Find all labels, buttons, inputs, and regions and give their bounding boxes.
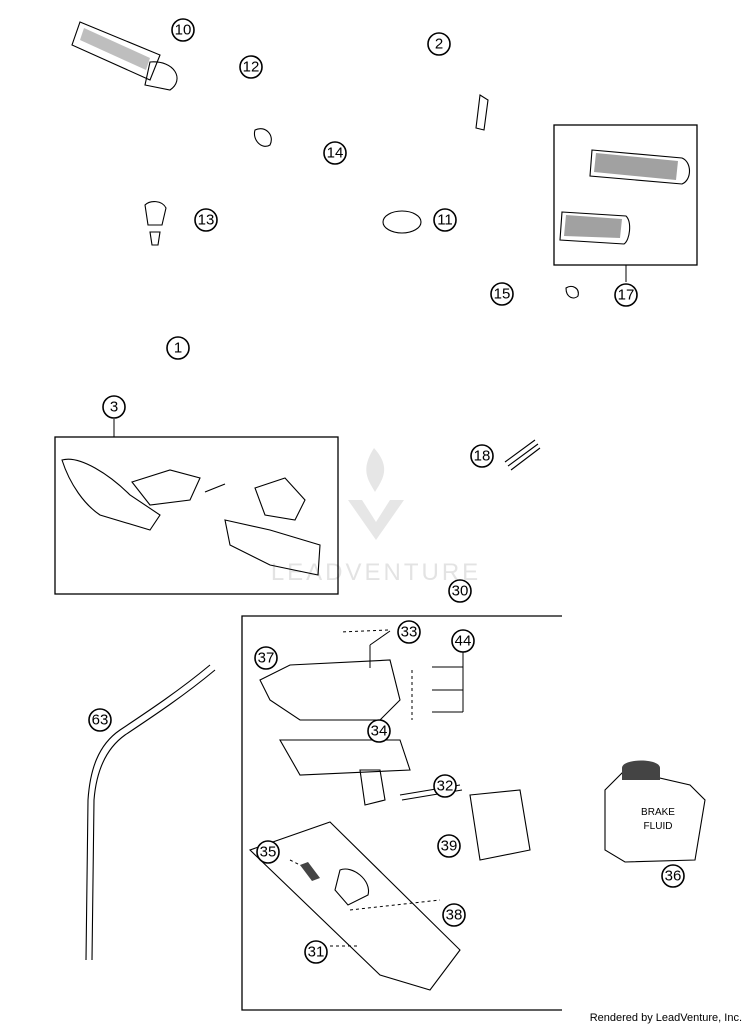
callout-10: 10	[171, 18, 195, 42]
callout-number: 37	[258, 650, 275, 667]
callout-18: 18	[470, 444, 494, 468]
callout-number: 17	[618, 287, 635, 304]
watermark-text: LEADVENTURE	[271, 559, 481, 586]
callout-number: 13	[198, 212, 215, 229]
grip-set	[559, 149, 691, 245]
callout-number: 3	[110, 399, 118, 416]
callout-circle	[367, 719, 391, 743]
callout-number: 31	[308, 944, 325, 961]
callout-circle	[470, 444, 494, 468]
brake-fluid-container: BRAKE FLUID	[604, 760, 706, 863]
callout-17: 17	[614, 283, 638, 307]
brake-fluid-label-2: FLUID	[644, 821, 673, 832]
callout-circle	[254, 646, 278, 670]
callout-number: 11	[437, 212, 453, 229]
switch-cap	[144, 201, 167, 246]
hand-guards	[61, 458, 321, 576]
master-cylinder-box	[241, 615, 562, 1011]
callout-circle	[256, 840, 280, 864]
callout-circle	[304, 940, 328, 964]
callout-circle	[397, 620, 421, 644]
callout-circle	[427, 32, 451, 56]
screw-15	[565, 285, 579, 299]
callout-circle	[433, 208, 457, 232]
callout-number: 35	[260, 844, 277, 861]
hand-guard-box	[54, 436, 339, 595]
callout-number: 38	[446, 907, 463, 924]
callout-35: 35	[256, 840, 280, 864]
o-ring	[382, 210, 422, 234]
callout-12: 12	[239, 55, 263, 79]
callout-circle	[433, 774, 457, 798]
callout-36: 36	[661, 864, 685, 888]
callout-number: 33	[401, 624, 418, 641]
callout-13: 13	[194, 208, 218, 232]
callout-circle	[102, 395, 126, 419]
callout-44: 44	[451, 629, 475, 653]
callout-15: 15	[490, 282, 514, 306]
callout-circle	[88, 708, 112, 732]
callout-2: 2	[427, 32, 451, 56]
callout-number: 14	[327, 145, 344, 162]
callout-1: 1	[166, 336, 190, 360]
callout-11: 11	[433, 208, 457, 232]
callout-circle	[437, 834, 461, 858]
callout-number: 30	[452, 583, 469, 600]
callout-37: 37	[254, 646, 278, 670]
callout-30: 30	[448, 579, 472, 603]
callout-3: 3	[102, 395, 126, 419]
callout-number: 1	[174, 340, 182, 357]
callout-34: 34	[367, 719, 391, 743]
callout-circle	[194, 208, 218, 232]
callout-38: 38	[442, 903, 466, 927]
callout-circle	[323, 141, 347, 165]
callout-14: 14	[323, 141, 347, 165]
callout-number: 15	[494, 286, 511, 303]
callout-circle	[239, 55, 263, 79]
callout-number: 34	[371, 723, 388, 740]
spring-18	[504, 439, 541, 471]
callout-circle	[451, 629, 475, 653]
callout-31: 31	[304, 940, 328, 964]
callout-63: 63	[88, 708, 112, 732]
piston-spring	[399, 784, 531, 861]
rendered-by-credit: Rendered by LeadVenture, Inc.	[589, 1012, 742, 1024]
callout-number: 10	[175, 22, 192, 39]
callout-circle	[442, 903, 466, 927]
callout-circle	[614, 283, 638, 307]
callout-number: 2	[435, 36, 443, 53]
callout-number: 36	[665, 868, 682, 885]
callout-number: 39	[441, 838, 458, 855]
callout-circle	[166, 336, 190, 360]
grip-left	[71, 21, 178, 91]
grip-set-box	[553, 124, 698, 266]
callout-number: 63	[92, 712, 109, 729]
leadventure-watermark: LEADVENTURE	[271, 448, 481, 586]
callout-33: 33	[397, 620, 421, 644]
callout-number: 44	[455, 633, 472, 650]
callout-32: 32	[433, 774, 457, 798]
callout-circle	[171, 18, 195, 42]
callout-circle	[490, 282, 514, 306]
callout-number: 18	[474, 448, 491, 465]
callout-number: 12	[243, 59, 260, 76]
throttle-tube	[253, 94, 489, 147]
callout-39: 39	[437, 834, 461, 858]
brake-lever	[248, 821, 461, 991]
callout-circle	[661, 864, 685, 888]
brake-hose	[85, 664, 216, 961]
master-cylinder	[259, 659, 411, 806]
callout-circle	[448, 579, 472, 603]
brake-fluid-label-1: BRAKE	[641, 807, 675, 818]
callout-number: 32	[437, 778, 454, 795]
